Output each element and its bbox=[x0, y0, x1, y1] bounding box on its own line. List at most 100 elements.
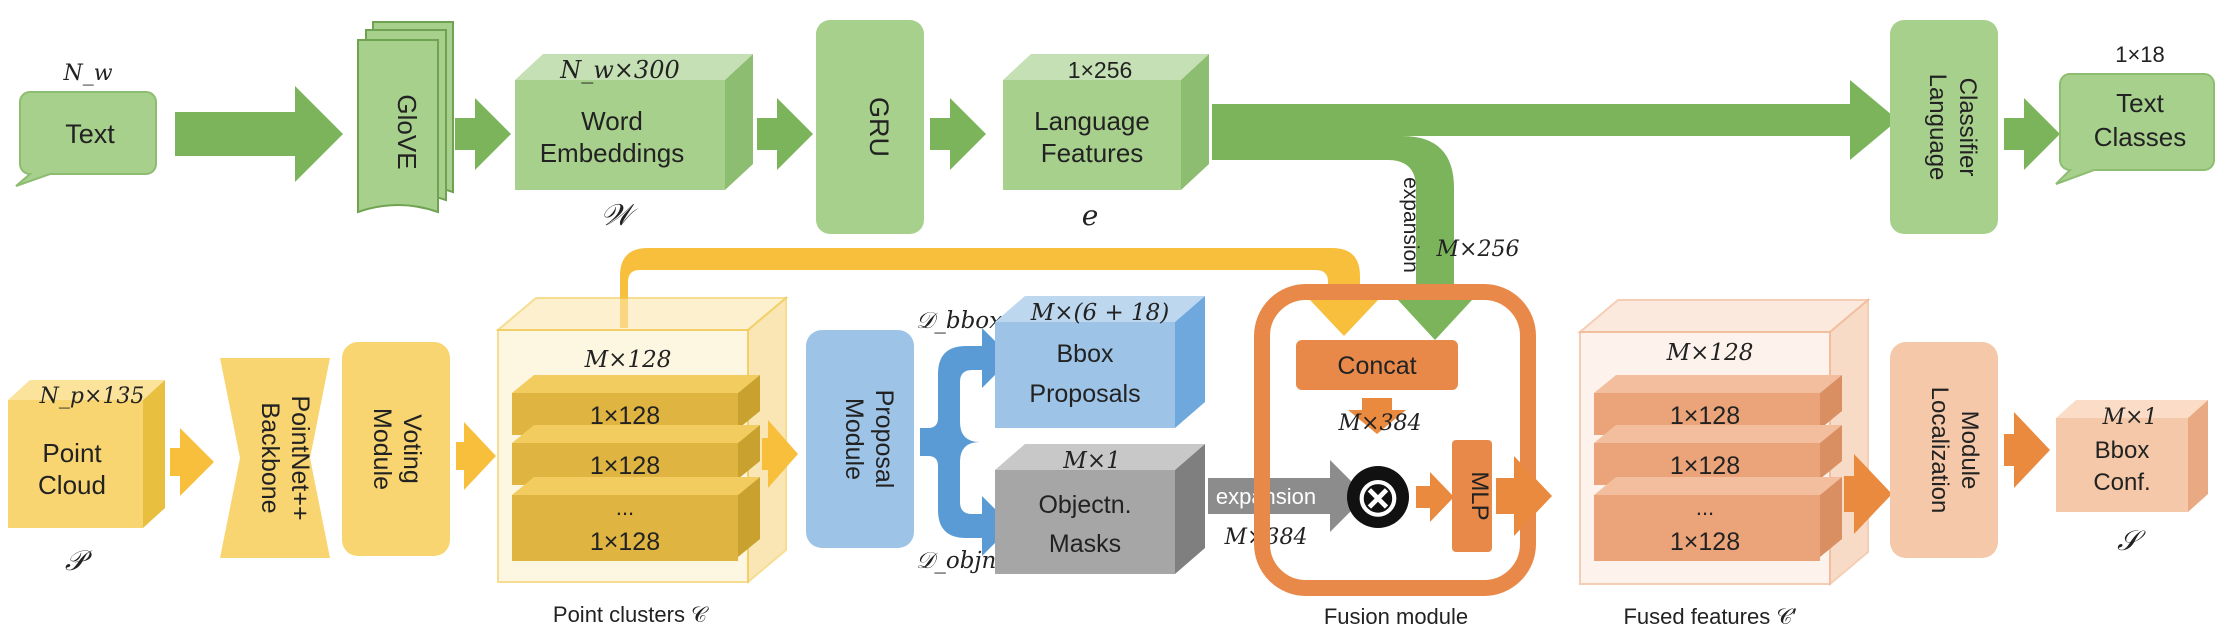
glove-node: GloVE bbox=[357, 21, 454, 214]
arrow-voting-to-clusters bbox=[456, 422, 496, 490]
point-clusters-dim: M×128 bbox=[584, 347, 672, 373]
bbox-proposals-label-2: Proposals bbox=[1029, 380, 1140, 408]
backbone-shape bbox=[220, 358, 330, 558]
point-cloud-node: N_p×135 Point Cloud 𝒫 bbox=[8, 380, 165, 577]
svg-text:...: ... bbox=[616, 495, 634, 520]
fused-features-dim: M×128 bbox=[1666, 340, 1754, 366]
point-clusters-row-3: ... 1×128 bbox=[512, 477, 760, 561]
language-features-label-1: Language bbox=[1034, 106, 1150, 136]
point-clusters-caption: Point clusters 𝒞 bbox=[553, 602, 709, 627]
expansion-vertical-dim: M×256 bbox=[1436, 237, 1520, 262]
text-classes-node: 1×18 Text Classes bbox=[2055, 42, 2215, 185]
language-features-dim: 1×256 bbox=[1068, 57, 1133, 83]
d-bbox-label: 𝒟_bbox bbox=[916, 308, 1002, 334]
gru-box bbox=[816, 20, 924, 234]
glove-label: GloVE bbox=[392, 94, 422, 169]
arrow-concat-to-multiply bbox=[1348, 398, 1406, 434]
localization-module-node: Localization Module bbox=[1890, 342, 1998, 558]
fused-features-node: M×128 1×128 1×128 ... 1×128 Fused featur… bbox=[1577, 297, 1871, 629]
svg-text:1×128: 1×128 bbox=[590, 452, 660, 480]
language-features-top bbox=[1003, 54, 1209, 80]
gru-label: GRU bbox=[864, 97, 894, 157]
arrow-embeddings-to-gru bbox=[757, 98, 813, 170]
language-features-node: 1×256 Language Features e bbox=[1003, 54, 1209, 232]
arrow-gru-to-features bbox=[930, 98, 986, 170]
language-features-front bbox=[1003, 80, 1181, 190]
fused-features-top bbox=[1577, 299, 1871, 333]
fusion-caption: Fusion module bbox=[1324, 604, 1468, 629]
word-embeddings-side bbox=[725, 54, 753, 190]
multiply-circle bbox=[1347, 466, 1409, 528]
bbox-conf-side bbox=[2188, 400, 2208, 512]
svg-text:1×128: 1×128 bbox=[1670, 452, 1740, 480]
text-input-node: N_w Text bbox=[15, 61, 157, 187]
bbox-proposals-label-1: Bbox bbox=[1057, 340, 1114, 368]
point-cloud-label-1: Point bbox=[42, 438, 102, 468]
arrow-text-to-glove bbox=[175, 86, 343, 182]
word-embeddings-symbol: 𝒲 bbox=[600, 198, 638, 233]
arrow-clusters-to-concat bbox=[620, 248, 1378, 336]
bbox-proposals-dim: M×(6 + 18) bbox=[1030, 300, 1170, 326]
point-cloud-symbol: 𝒫 bbox=[65, 544, 93, 577]
arrow-classifier-to-classes bbox=[2004, 98, 2060, 170]
fused-features-row-2: 1×128 bbox=[1594, 425, 1842, 485]
mlp-box bbox=[1452, 440, 1492, 552]
arrow-features-to-classifier bbox=[1212, 80, 1898, 340]
concat-dim: M×384 bbox=[1338, 411, 1422, 436]
text-classes-label-2: Classes bbox=[2094, 122, 2186, 152]
text-classes-bubble bbox=[2055, 73, 2215, 185]
objectness-masks-side bbox=[1175, 444, 1205, 574]
voting-module-label-2: Module bbox=[368, 408, 396, 490]
bbox-conf-node: M×1 Bbox Conf. 𝒮 bbox=[2056, 400, 2208, 557]
concat-label: Concat bbox=[1337, 352, 1416, 380]
bbox-proposals-side bbox=[1175, 296, 1205, 428]
word-embeddings-dim: N_w×300 bbox=[559, 56, 679, 84]
point-clusters-row-2: 1×128 bbox=[512, 425, 760, 485]
word-embeddings-label-1: Word bbox=[581, 106, 643, 136]
arrow-proposal-split bbox=[920, 328, 1012, 556]
point-cloud-dim: N_p×135 bbox=[39, 384, 145, 409]
language-classifier-label-2: Classifier bbox=[1954, 78, 1981, 177]
language-features-symbol: e bbox=[1082, 199, 1099, 232]
bbox-conf-top bbox=[2056, 400, 2208, 418]
bbox-conf-symbol: 𝒮 bbox=[2117, 524, 2146, 557]
backbone-label-2: Backbone bbox=[256, 402, 284, 513]
proposal-module-node: Proposal Module bbox=[806, 330, 914, 548]
voting-module-box bbox=[342, 342, 450, 556]
language-features-side bbox=[1181, 54, 1209, 190]
objectness-masks-dim: M×1 bbox=[1062, 448, 1120, 474]
backbone-node: PointNet++ Backbone bbox=[220, 358, 330, 558]
word-embeddings-label-2: Embeddings bbox=[540, 138, 685, 168]
objectness-masks-label-1: Objectn. bbox=[1038, 491, 1131, 519]
point-cloud-label-2: Cloud bbox=[38, 470, 106, 500]
objectness-masks-node: M×1 Objectn. Masks bbox=[995, 444, 1205, 574]
backbone-label-1: PointNet++ bbox=[286, 395, 314, 520]
text-classes-label-1: Text bbox=[2116, 88, 2164, 118]
objectness-masks-label-2: Masks bbox=[1049, 530, 1121, 558]
svg-text:...: ... bbox=[1696, 495, 1714, 520]
point-cloud-front bbox=[8, 400, 143, 528]
word-embeddings-front bbox=[515, 80, 725, 190]
svg-text:1×128: 1×128 bbox=[590, 528, 660, 556]
bbox-proposals-node: M×(6 + 18) Bbox Proposals bbox=[995, 296, 1205, 428]
proposal-module-label-1: Proposal bbox=[870, 390, 898, 489]
arrow-fused-to-localization bbox=[1844, 454, 1892, 534]
fused-features-caption: Fused features 𝒞′ bbox=[1623, 604, 1796, 629]
text-classes-dim: 1×18 bbox=[2115, 42, 2165, 67]
fusion-module-frame bbox=[1254, 284, 1536, 596]
language-classifier-node: Language Classifier bbox=[1890, 20, 1998, 234]
expansion-vertical-label: expansion bbox=[1399, 177, 1422, 273]
localization-module-label-2: Module bbox=[1956, 411, 1983, 490]
text-input-bubble bbox=[15, 91, 157, 187]
gru-node: GRU bbox=[816, 20, 924, 234]
language-features-label-2: Features bbox=[1041, 138, 1144, 168]
concat-box bbox=[1296, 340, 1458, 390]
point-clusters-top bbox=[495, 297, 789, 331]
language-classifier-box bbox=[1890, 20, 1998, 234]
text-input-label: Text bbox=[65, 119, 115, 149]
arrow-masks-expansion bbox=[1208, 460, 1366, 532]
voting-module-label-1: Voting bbox=[398, 414, 426, 484]
d-objn-label: 𝒟_objn bbox=[916, 548, 996, 574]
word-embeddings-top bbox=[515, 54, 753, 80]
